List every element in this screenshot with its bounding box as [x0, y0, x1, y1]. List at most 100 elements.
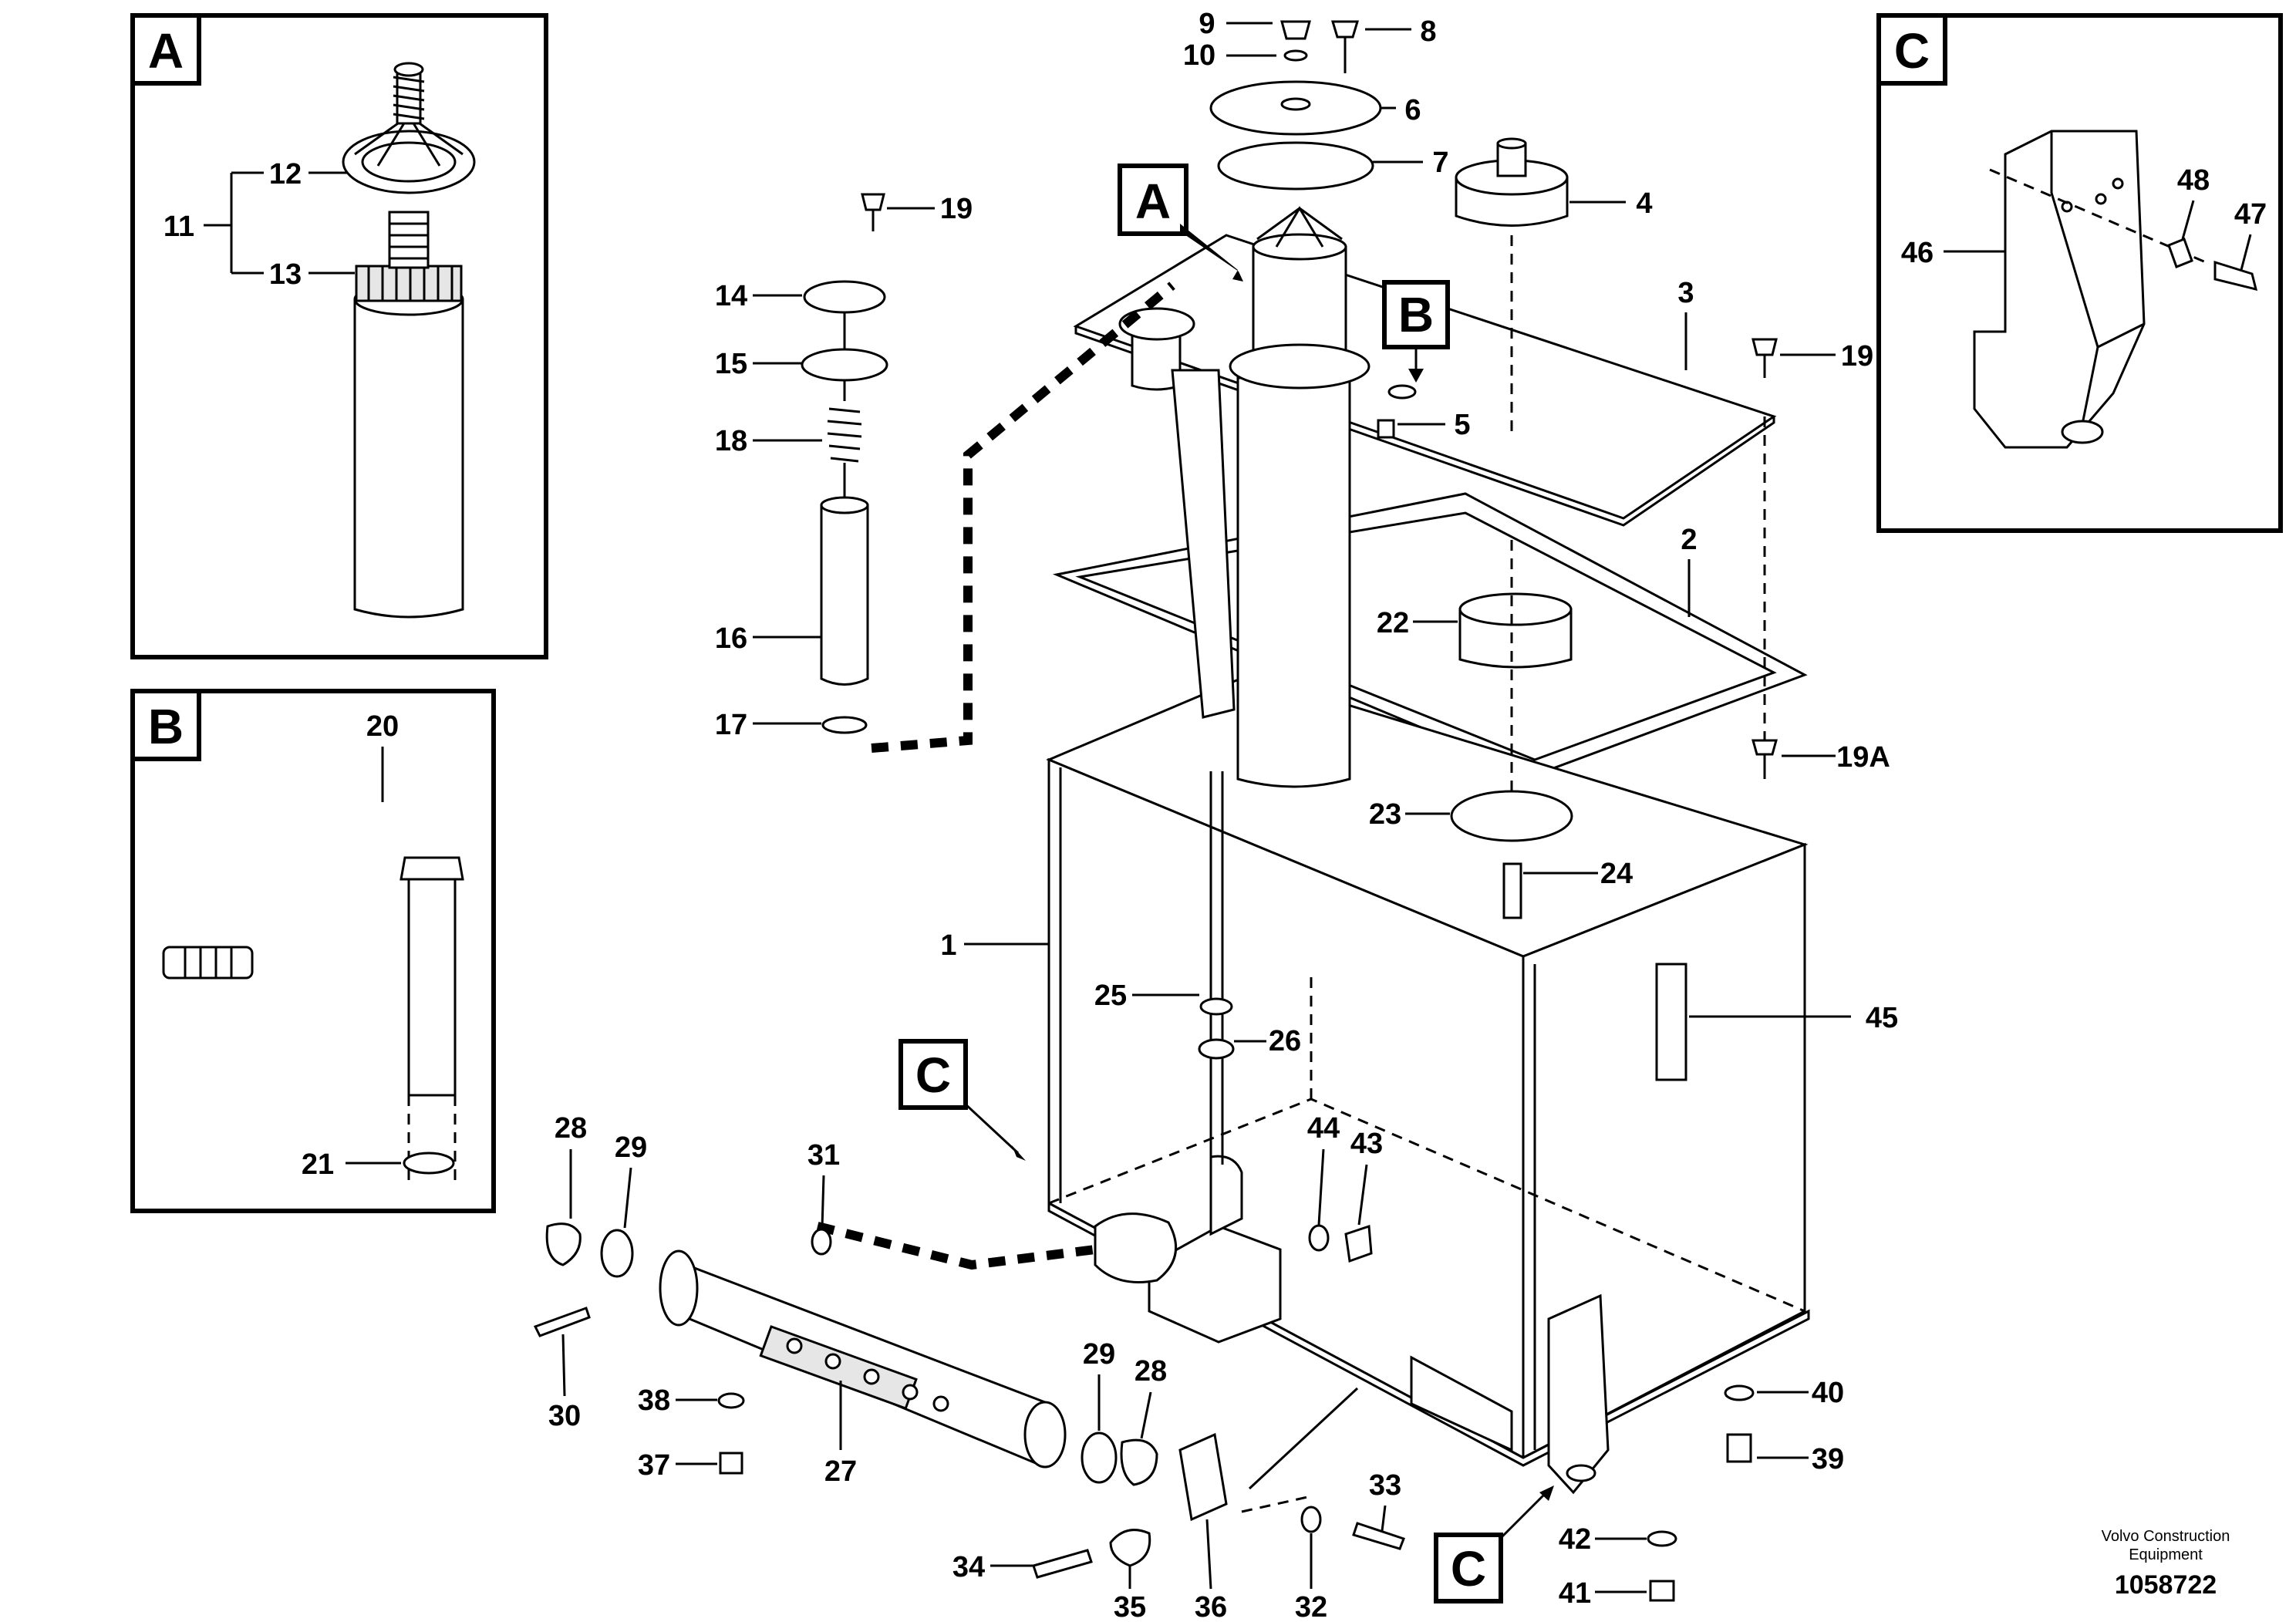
label-19-right: 19 [1841, 340, 1873, 373]
spacer-48 [2167, 238, 2193, 268]
grommet-b [1387, 384, 1417, 400]
filter-element-drawing [342, 62, 476, 619]
label-37: 37 [638, 1449, 670, 1482]
part-labels: 9 10 8 6 7 4 3 19 5 2 22 19A 23 24 1 45 … [548, 8, 1898, 1622]
label-8: 8 [1420, 15, 1436, 48]
brand-line-2: Equipment [2129, 1546, 2203, 1563]
detail-box-b: B 20 21 [130, 689, 496, 1213]
label-38: 38 [638, 1384, 670, 1417]
label-10: 10 [1183, 39, 1215, 72]
detail-box-a-letter: A [148, 23, 184, 79]
label-18: 18 [715, 425, 747, 457]
label-23: 23 [1369, 798, 1401, 831]
detail-box-c-letter: C [1894, 23, 1930, 79]
label-16: 16 [715, 622, 747, 655]
plug-28-left [545, 1222, 582, 1266]
bolt-19a [1752, 739, 1778, 779]
hose-path-upper [871, 282, 1175, 753]
callout-c-lower: C [1434, 1485, 1554, 1603]
hose-path-lower [816, 1222, 1096, 1270]
label-13: 13 [269, 258, 302, 291]
label-2: 2 [1681, 524, 1697, 556]
level-sensor-drawing [162, 804, 464, 1180]
label-35: 35 [1114, 1591, 1146, 1622]
label-30: 30 [548, 1400, 581, 1432]
label-47: 47 [2234, 198, 2267, 231]
label-29-left: 29 [615, 1131, 647, 1164]
label-28-right: 28 [1135, 1355, 1167, 1388]
label-39: 39 [1812, 1443, 1844, 1475]
label-15: 15 [715, 348, 747, 380]
seal-31 [811, 1228, 832, 1256]
label-19-left: 19 [940, 193, 973, 225]
plug-28-right [1120, 1438, 1158, 1486]
svg-text:C: C [1451, 1541, 1486, 1597]
label-27: 27 [824, 1455, 857, 1488]
label-34: 34 [952, 1551, 985, 1583]
svg-text:A: A [1135, 174, 1171, 229]
detail-box-a: A 11 12 13 [130, 13, 548, 659]
hydraulic-tank-assembly [1046, 20, 1810, 1495]
label-33: 33 [1369, 1469, 1401, 1502]
label-36: 36 [1195, 1591, 1227, 1622]
washer-42 [1647, 1530, 1677, 1547]
label-43: 43 [1350, 1128, 1383, 1160]
bolt-8 [1330, 20, 1360, 73]
label-26: 26 [1269, 1025, 1301, 1057]
suction-pipe-27 [659, 1249, 1067, 1469]
o-ring-26 [1198, 1038, 1235, 1060]
label-24: 24 [1600, 858, 1633, 890]
plug-39 [1726, 1433, 1752, 1463]
screw-41 [1649, 1580, 1675, 1602]
callout-a: A [1118, 164, 1243, 282]
o-ring-21 [403, 1152, 455, 1175]
nut-43 [1344, 1224, 1373, 1263]
strainer-16 [820, 504, 869, 686]
label-3: 3 [1677, 277, 1694, 309]
svg-text:B: B [1398, 287, 1434, 342]
label-31: 31 [807, 1139, 840, 1172]
label-6: 6 [1404, 94, 1421, 126]
bolt-33 [1352, 1522, 1405, 1550]
label-21: 21 [302, 1148, 334, 1181]
label-45: 45 [1866, 1002, 1898, 1034]
spacer-35 [1109, 1529, 1151, 1567]
sight-glass-45 [1655, 963, 1687, 1081]
screw-37 [719, 1452, 743, 1475]
washer-32 [1300, 1506, 1322, 1533]
label-41: 41 [1559, 1577, 1591, 1610]
label-29-right: 29 [1083, 1338, 1115, 1371]
label-5: 5 [1454, 409, 1470, 441]
label-14: 14 [715, 280, 747, 312]
label-40: 40 [1812, 1377, 1844, 1409]
svg-text:C: C [915, 1047, 951, 1103]
o-ring-25 [1199, 997, 1233, 1016]
label-20: 20 [366, 710, 399, 743]
label-48: 48 [2177, 164, 2210, 197]
label-9: 9 [1199, 8, 1215, 40]
detail-box-c: C 48 47 46 [1876, 13, 2283, 533]
washer-40 [1724, 1384, 1755, 1401]
callout-b: B [1382, 280, 1450, 383]
label-22: 22 [1377, 607, 1409, 639]
bracket-36 [1178, 1432, 1228, 1522]
seal-17 [821, 716, 868, 734]
label-11: 11 [164, 211, 194, 243]
label-17: 17 [715, 709, 747, 741]
detail-box-b-letter: B [148, 699, 184, 754]
bolt-24 [1502, 862, 1522, 919]
footer: Volvo Construction Equipment 1058722 [2102, 1528, 2230, 1600]
label-46: 46 [1901, 237, 1934, 269]
label-28-left: 28 [555, 1112, 587, 1145]
seal-29-left [600, 1229, 634, 1278]
plate-23 [1450, 790, 1573, 842]
bolt-47 [2213, 260, 2258, 292]
label-42: 42 [1559, 1523, 1591, 1556]
bolt-19-top [1752, 338, 1778, 378]
brand-line-1: Volvo Construction [2102, 1528, 2230, 1545]
filter-stack-left [801, 193, 888, 734]
label-12: 12 [269, 158, 302, 191]
seal-10 [1283, 49, 1308, 62]
nipple-5 [1377, 419, 1395, 439]
